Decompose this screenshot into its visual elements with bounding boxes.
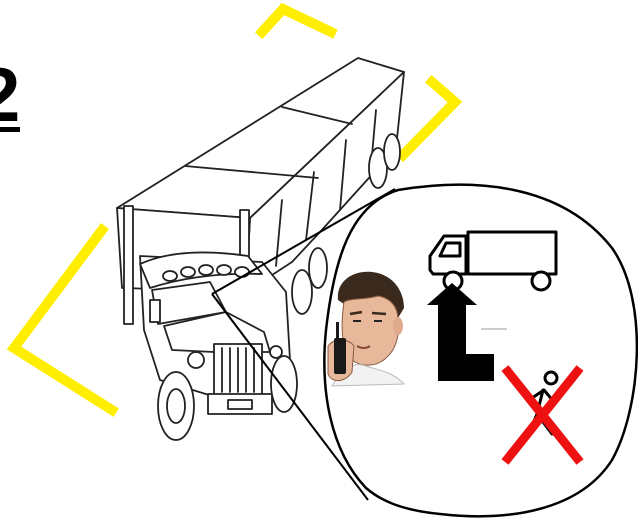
headlight-right xyxy=(269,345,283,359)
yellow-zone-markers xyxy=(6,2,463,417)
trailer-wheel xyxy=(368,147,388,189)
headlight-left xyxy=(187,351,205,369)
operator-hair xyxy=(337,271,404,318)
trailer-wheel-2 xyxy=(383,133,401,171)
zone-marker-right xyxy=(395,74,463,163)
trailer-rib xyxy=(275,199,283,267)
step-number: 2 xyxy=(0,58,20,134)
front-wheel-right xyxy=(270,355,298,413)
trailer-wheel-3 xyxy=(308,247,328,289)
prohibited-x-mark xyxy=(501,365,584,465)
operator-brows xyxy=(349,310,387,316)
zone-marker-top xyxy=(254,2,338,40)
exhaust-stack-left xyxy=(123,205,134,325)
license-plate xyxy=(227,399,253,410)
truck-cargo-box xyxy=(466,230,558,276)
cab-marker-lights xyxy=(162,264,250,282)
pedestrian-head xyxy=(543,370,559,386)
radio-icon xyxy=(334,338,346,374)
callout-pointer-line-2 xyxy=(211,293,369,501)
trailer-roof-seam xyxy=(184,165,319,179)
truck-rear-wheel xyxy=(530,270,552,292)
arrow-horizontal-shaft xyxy=(438,354,494,381)
callout-pointer xyxy=(211,188,396,501)
side-mirror xyxy=(149,299,161,323)
trailer-roof-seam-2 xyxy=(281,106,353,125)
operator-ear xyxy=(393,317,403,335)
front-wheel-left-hub xyxy=(166,388,186,424)
operator-with-radio xyxy=(327,271,406,387)
trailer-wheel-4 xyxy=(291,269,313,315)
box-truck-icon xyxy=(428,230,558,292)
trailer-rib-3 xyxy=(339,139,347,211)
x-stroke-2 xyxy=(501,365,584,465)
arrow-head xyxy=(427,283,477,305)
semi-truck-illustration xyxy=(116,57,405,441)
radio-antenna xyxy=(336,322,339,340)
turn-up-arrow-icon xyxy=(427,283,494,381)
operator-mouth xyxy=(356,345,371,349)
trailer-rib-2 xyxy=(305,171,315,241)
grille-bars xyxy=(221,347,255,393)
zone-marker-left xyxy=(6,223,119,417)
truck-window xyxy=(438,241,462,258)
callout-pointer-line xyxy=(211,188,396,295)
